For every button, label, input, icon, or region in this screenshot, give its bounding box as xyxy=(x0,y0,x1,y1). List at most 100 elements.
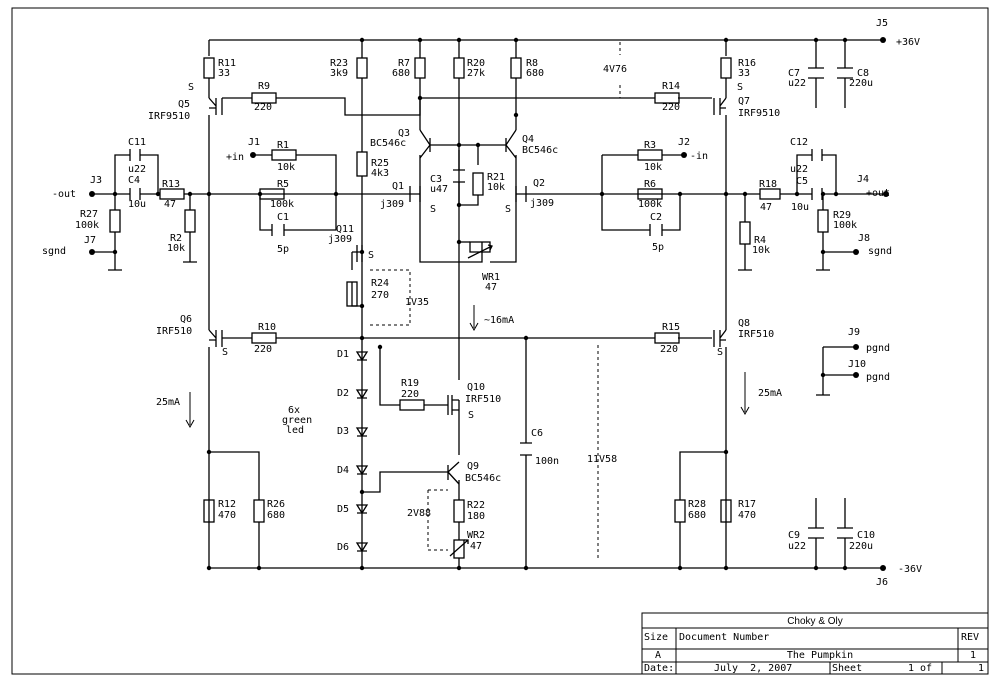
label-r6v: 100k xyxy=(638,199,662,210)
label-r26v: 680 xyxy=(267,510,285,521)
label-r9v: 220 xyxy=(254,102,272,113)
sheet-border xyxy=(11,7,989,675)
label-r14n: R14 xyxy=(662,81,680,92)
docnum-value: The Pumpkin xyxy=(787,650,853,661)
label-c3v: u47 xyxy=(430,184,448,195)
label-r29n: R29 xyxy=(833,210,851,221)
label-led1: 6x xyxy=(288,405,300,416)
label-r16v: 33 xyxy=(738,68,750,79)
label-d3: D3 xyxy=(337,426,349,437)
label-d2: D2 xyxy=(337,388,349,399)
label-r8v: 680 xyxy=(526,68,544,79)
label-c2v: 5p xyxy=(652,242,664,253)
label-r16n: R16 xyxy=(738,58,756,69)
label-j5: J5 xyxy=(876,18,888,29)
label-c12v: u22 xyxy=(790,164,808,175)
label-r13n: R13 xyxy=(162,179,180,190)
label-r22v: 180 xyxy=(467,511,485,522)
label-c5v: 10u xyxy=(791,202,809,213)
label-r4n: R4 xyxy=(754,235,766,246)
label-v1158: 11V58 xyxy=(587,454,617,465)
label-q8v: IRF510 xyxy=(738,329,774,340)
label-r27n: R27 xyxy=(80,209,98,220)
label-r2n: R2 xyxy=(170,233,182,244)
label-r27v: 100k xyxy=(75,220,99,231)
label-r20v: 27k xyxy=(467,68,485,79)
resistors xyxy=(109,57,829,559)
label-r20n: R20 xyxy=(467,58,485,69)
sheet-label: Sheet xyxy=(832,663,862,674)
label-led3: led xyxy=(286,425,304,436)
label-c9v: u22 xyxy=(788,541,806,552)
label-d6: D6 xyxy=(337,542,349,553)
label-r11v: 33 xyxy=(218,68,230,79)
label-c7n: C7 xyxy=(788,68,800,79)
label-q6v: IRF510 xyxy=(156,326,192,337)
label-r7v: 680 xyxy=(392,68,410,79)
label-r2v: 10k xyxy=(167,243,185,254)
label-r8n: R8 xyxy=(526,58,538,69)
label-r21n: R21 xyxy=(487,172,505,183)
label-q8n: Q8 xyxy=(738,318,750,329)
label-c2n: C2 xyxy=(650,212,662,223)
label-c10v: 220u xyxy=(849,541,873,552)
label-c3n: C3 xyxy=(430,174,442,185)
label-j10n: J10 xyxy=(848,359,866,370)
label-v288: 2V88 xyxy=(407,508,431,519)
label-c10n: C10 xyxy=(857,530,875,541)
label-q3n: Q3 xyxy=(398,128,410,139)
label-r12v: 470 xyxy=(218,510,236,521)
label-ma16: ~16mA xyxy=(484,315,514,326)
label-r24v: 270 xyxy=(371,290,389,301)
label-s2: S xyxy=(505,204,511,215)
transistors xyxy=(208,97,727,485)
size-label: Size xyxy=(644,632,668,643)
label-r14v: 220 xyxy=(662,102,680,113)
label-r5n: R5 xyxy=(277,179,289,190)
label-r19v: 220 xyxy=(401,389,419,400)
label-outm: -out xyxy=(52,189,76,200)
label-ma25b: 25mA xyxy=(758,388,782,399)
label-sgnd2: sgnd xyxy=(868,246,892,257)
label-r23v: 3k9 xyxy=(330,68,348,79)
label-q10v: IRF510 xyxy=(465,394,501,405)
docnum-label: Document Number xyxy=(679,632,769,643)
size-value: A xyxy=(655,650,661,661)
label-s10: S xyxy=(468,410,474,421)
label-q1n: Q1 xyxy=(392,181,404,192)
label-j4n: J4 xyxy=(857,174,869,185)
label-r10v: 220 xyxy=(254,344,272,355)
label-r12n: R12 xyxy=(218,499,236,510)
label-led2: green xyxy=(282,415,312,426)
label-j7n: J7 xyxy=(84,235,96,246)
label-d4: D4 xyxy=(337,465,349,476)
label-vp36: +36V xyxy=(896,37,920,48)
label-q2v: j309 xyxy=(530,198,554,209)
label-c12n: C12 xyxy=(790,137,808,148)
label-r26n: R26 xyxy=(267,499,285,510)
sheet-value: 1 of xyxy=(908,663,932,674)
label-v476: 4V76 xyxy=(603,64,627,75)
label-r6n: R6 xyxy=(644,179,656,190)
label-c8n: C8 xyxy=(857,68,869,79)
label-wr2n: WR2 xyxy=(467,530,485,541)
leds xyxy=(355,351,369,553)
label-c6v: 100n xyxy=(535,456,559,467)
label-pgnd1: pgnd xyxy=(866,343,890,354)
label-j1n: J1 xyxy=(248,137,260,148)
label-r17n: R17 xyxy=(738,499,756,510)
label-r15n: R15 xyxy=(662,322,680,333)
label-q6n: Q6 xyxy=(180,314,192,325)
label-r13v: 47 xyxy=(164,199,176,210)
label-q4n: Q4 xyxy=(522,134,534,145)
label-d1: D1 xyxy=(337,349,349,360)
date-value: July 2, 2007 xyxy=(714,663,792,674)
label-r15v: 220 xyxy=(660,344,678,355)
label-pgnd2: pgnd xyxy=(866,372,890,383)
label-j9n: J9 xyxy=(848,327,860,338)
label-r19n: R19 xyxy=(401,378,419,389)
label-j8n: J8 xyxy=(858,233,870,244)
label-s5: S xyxy=(188,82,194,93)
